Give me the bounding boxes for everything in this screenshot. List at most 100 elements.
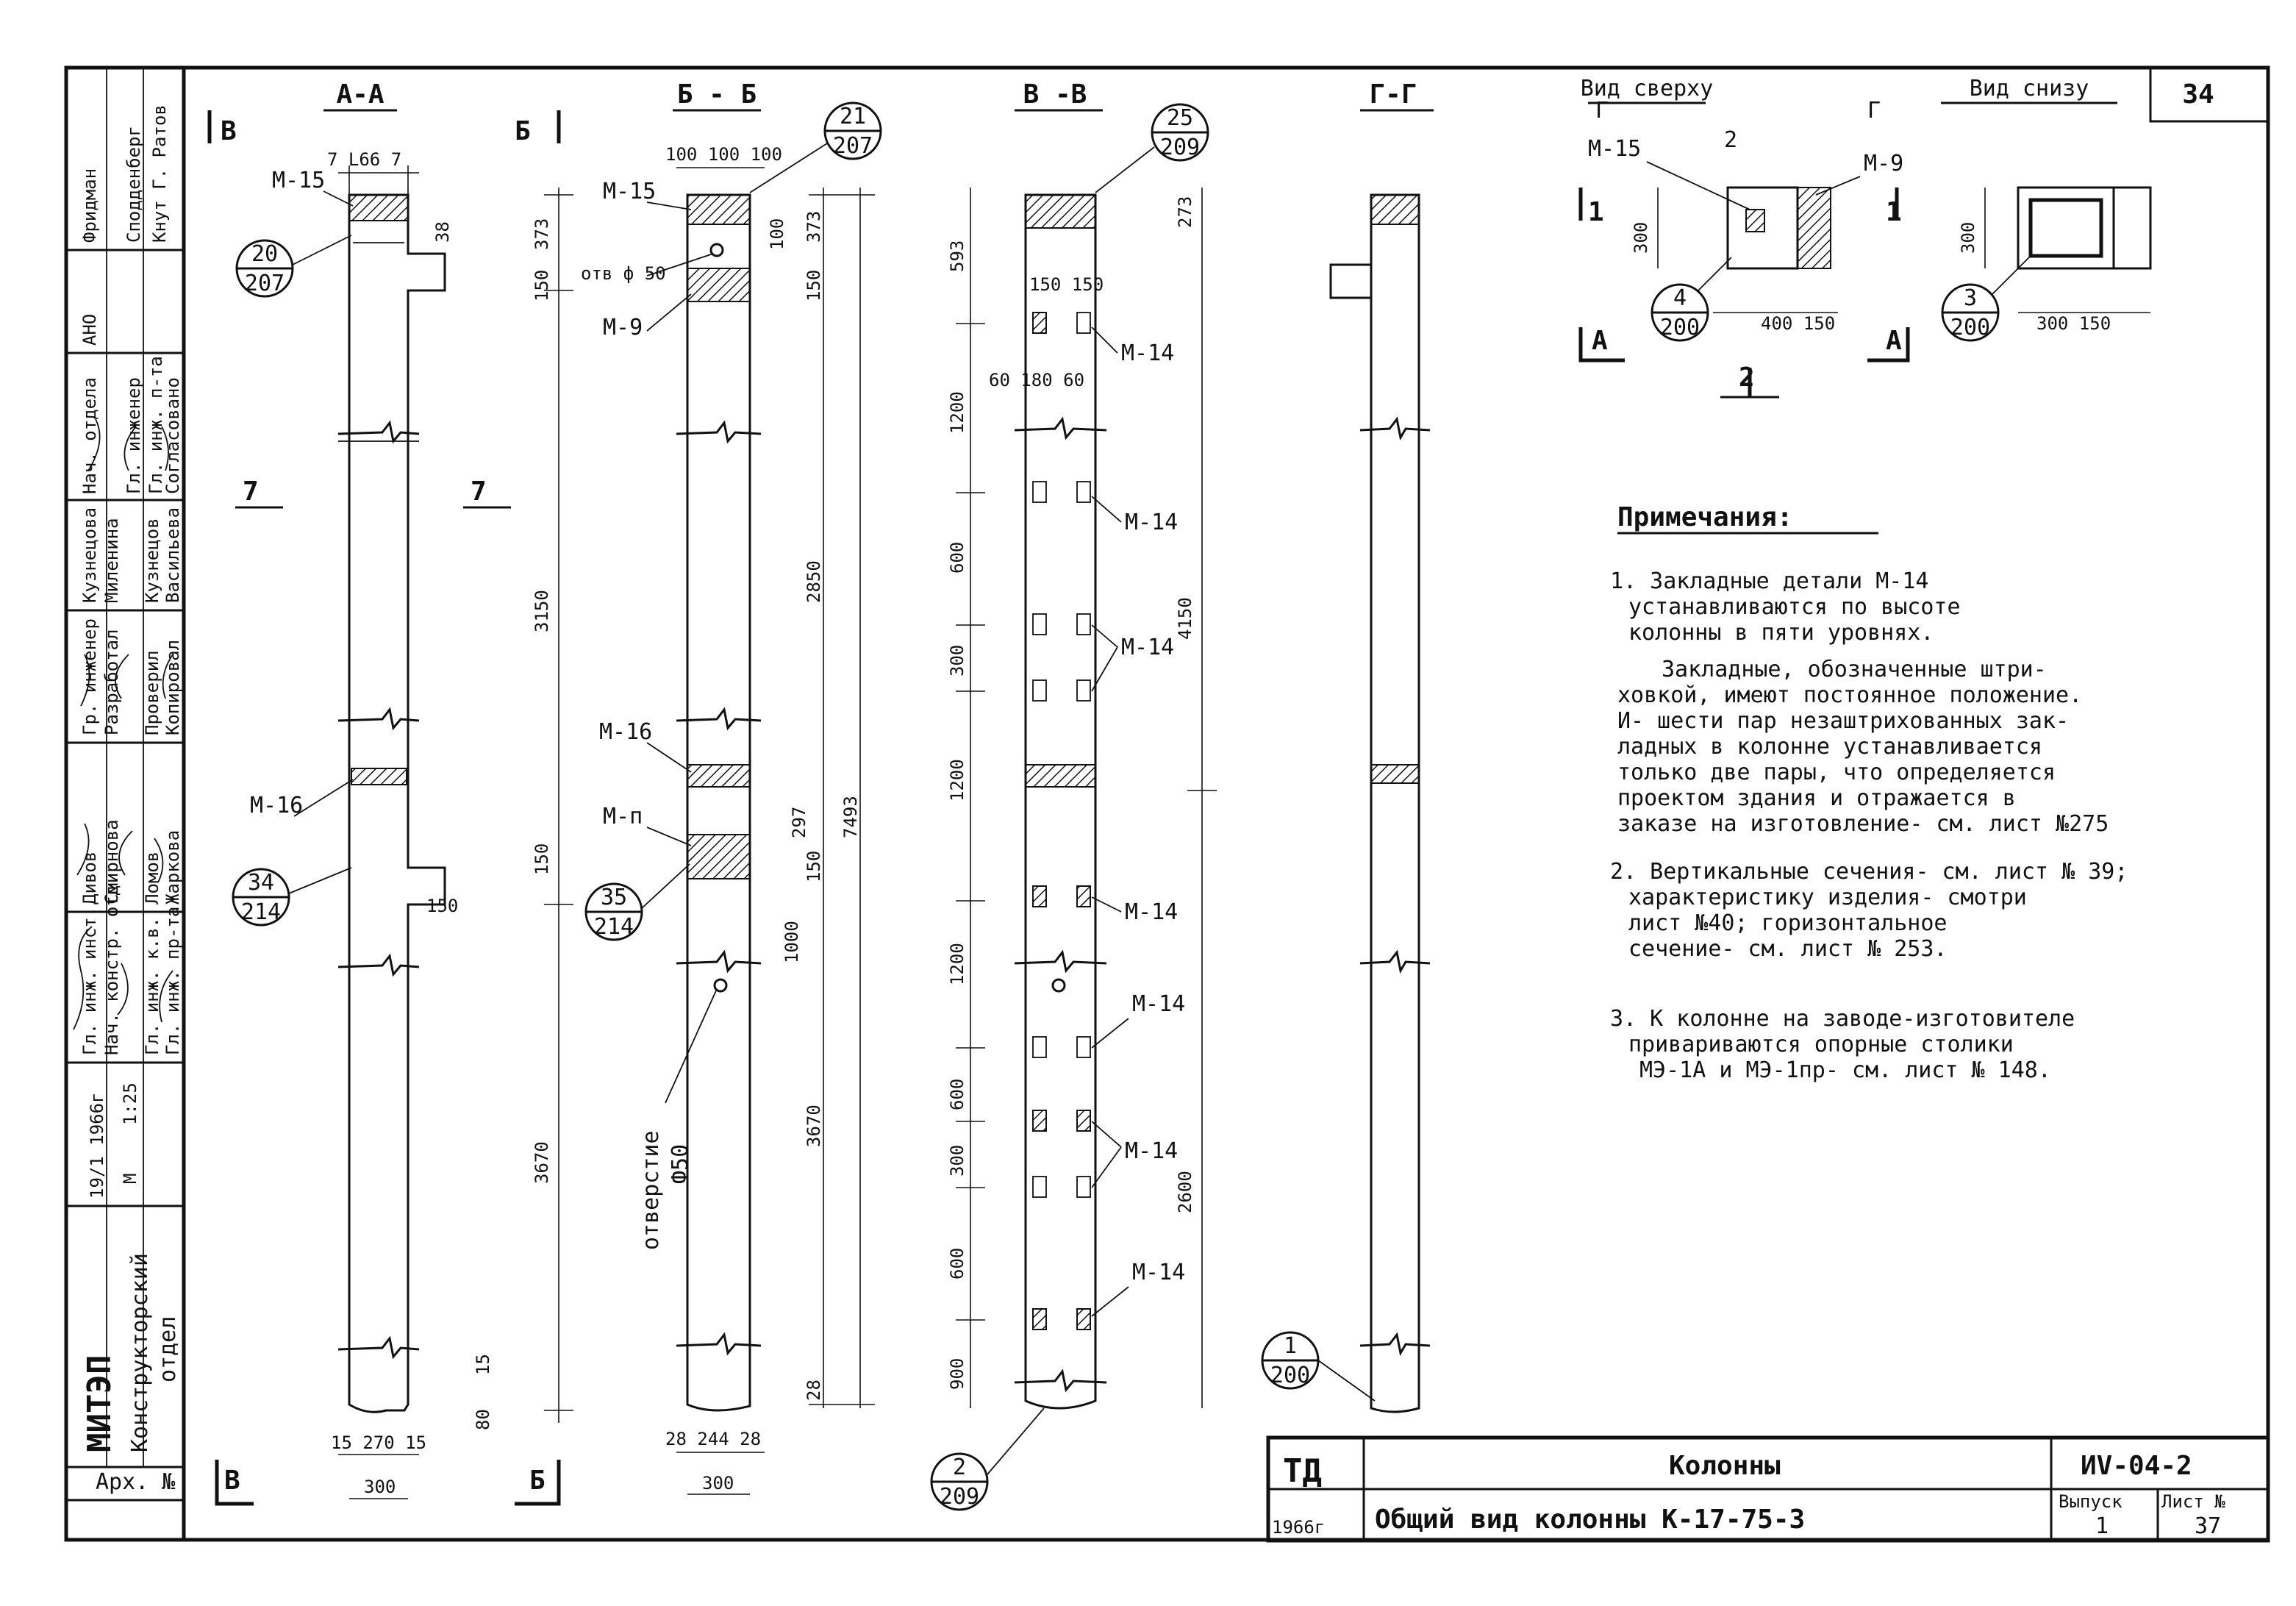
left-stamp: Арх. № МИТЭП Конструкторский отдел 19/1 … <box>66 68 184 1502</box>
part-hole-dia: Ф50 <box>668 1144 693 1184</box>
plate-mn-bb <box>687 834 751 879</box>
dim-vv-300a: 300 <box>947 645 968 677</box>
stamp-name-0: Дивов <box>79 852 100 904</box>
top-view-g: Г <box>1595 98 1609 124</box>
note-1b-l6: заказе на изготовление- см. лист №275 <box>1617 811 2109 837</box>
dim-bb-bottom: 28 244 28 <box>665 1429 761 1449</box>
outer-frame <box>64 65 2270 1542</box>
callout-34-214: 34 214 <box>232 867 352 927</box>
stamp-name2-0: Фридман <box>79 168 100 243</box>
note-3-l0: 3. К колонне на заводе-изготовителе <box>1610 1006 2075 1032</box>
part-m16-bb: М-16 <box>599 719 652 745</box>
top-view-m15: М-15 <box>1588 136 1641 162</box>
callout-21-207: 21 207 <box>749 101 882 193</box>
svg-text:209: 209 <box>940 1484 979 1510</box>
part-m14-vv-1: М-14 <box>1121 340 1174 366</box>
note-2-l0: 2. Вертикальные сечения- см. лист № 39; <box>1610 859 2128 885</box>
note-1b-l0: Закладные, обозначенные штри- <box>1662 657 2047 682</box>
dim-vv-273: 273 <box>1175 196 1195 228</box>
dim-vv-60: 60 180 60 <box>989 370 1084 390</box>
part-mn-bb: М-п <box>603 804 643 829</box>
part-m14-vv-7: М-14 <box>1132 1260 1185 1285</box>
sheet-number: 34 <box>2182 79 2214 110</box>
stamp-name-4: Кузнецова <box>79 507 100 603</box>
title-block: ТД 1966г Колонны Общий вид колонны К-17-… <box>1266 1435 2270 1543</box>
plate-top-gg <box>1370 194 1420 225</box>
title-name: Колонны <box>1669 1451 1781 1481</box>
stamp-name-6: Кузнецов <box>142 518 162 603</box>
dim-aa-150a: 150 <box>532 270 552 301</box>
stamp-role-5: Разработал <box>101 629 122 736</box>
note-2-l2: лист №40; горизонтальное <box>1628 910 1947 936</box>
top-view-label: Вид сверху <box>1581 76 1714 101</box>
dim-bb-373: 373 <box>804 211 824 243</box>
dim-aa-3150: 3150 <box>532 590 552 632</box>
dim-bb-100: 100 <box>767 218 787 250</box>
dim-vv-593: 593 <box>947 240 968 272</box>
stamp-role2-2: Гл. инж. п-та <box>146 356 166 494</box>
stamp-role2-0: Нач. отдела <box>79 377 100 494</box>
dim-vv-4150: 4150 <box>1175 597 1195 640</box>
notes-block: Примечания: 1. Закладные детали М-14 уст… <box>1610 502 2128 1083</box>
part-m14-vv-6: М-14 <box>1125 1138 1178 1164</box>
bottom-view: Вид снизу 300 300 150 3 200 <box>1941 76 2152 342</box>
stamp-m-label: М <box>120 1174 140 1184</box>
dim-aa-3670: 3670 <box>532 1141 552 1184</box>
column-vv-outline <box>1024 193 1097 1410</box>
top-view-one-left: 1 <box>1588 197 1604 227</box>
top-view-g2: Г <box>1867 98 1881 124</box>
stamp-name-5: Миленина <box>101 518 122 603</box>
stamp-role-7: Копировал <box>162 640 183 735</box>
stamp-name-7: Васильева <box>162 507 183 603</box>
svg-text:25: 25 <box>1167 105 1193 131</box>
note-3-l1: привариваются опорные столики <box>1628 1032 2014 1057</box>
hole-top-bb <box>709 243 724 257</box>
top-view-a-right: А <box>1886 326 1902 356</box>
stamp-name-2: Ломов <box>142 852 162 904</box>
dim-bb-7493: 7493 <box>840 796 861 838</box>
section-vv-label: В -В <box>1023 79 1087 110</box>
seven-left: 7 <box>243 477 259 507</box>
svg-text:20: 20 <box>251 241 278 267</box>
dim-aa-373: 373 <box>532 218 552 250</box>
svg-text:200: 200 <box>1660 315 1700 340</box>
dim-aa-80: 80 <box>473 1409 493 1430</box>
note-1b-l4: только две пары, что определяется <box>1617 760 2056 785</box>
svg-text:207: 207 <box>833 133 873 159</box>
bottom-view-label: Вид снизу <box>1970 76 2089 101</box>
stamp-dept: Конструкторский <box>127 1253 153 1452</box>
part-m15-aa: М-15 <box>272 168 325 193</box>
callout-4-200: 4 200 <box>1651 257 1732 342</box>
bottom-view-h300: 300 <box>1958 222 1978 254</box>
svg-text:3: 3 <box>1964 285 1977 311</box>
cut-mark-v-bot: В <box>224 1466 240 1496</box>
dim-aa-38: 38 <box>432 221 453 243</box>
top-view: Вид сверху М-15 М-9 Г 2 Г 1 1 300 400 15… <box>1578 76 1910 399</box>
title-subtitle: Общий вид колонны К-17-75-3 <box>1375 1505 1805 1535</box>
plate-m16-bb <box>687 764 751 788</box>
callout-35-214: 35 214 <box>584 863 690 941</box>
dim-bb-28: 28 <box>804 1380 824 1401</box>
stamp-name-3: Жаркова <box>162 830 183 904</box>
top-view-w: 400 150 <box>1761 313 1835 334</box>
svg-text:2: 2 <box>953 1455 966 1480</box>
note-1b-l2: И- шести пар незаштрихованных зак- <box>1617 708 2069 734</box>
callout-20-207: 20 207 <box>235 235 352 298</box>
part-m14-vv-3: М-14 <box>1121 635 1174 660</box>
note-1-l1: устанавливаются по высоте <box>1628 594 1961 620</box>
stamp-scale: 1:25 <box>120 1082 140 1125</box>
dim-bb-width: 300 <box>702 1473 734 1493</box>
dim-vv-1200a: 1200 <box>947 391 968 434</box>
dim-bb-3670: 3670 <box>804 1104 824 1147</box>
callout-3-200: 3 200 <box>1941 257 2030 342</box>
part-m14-vv-5: М-14 <box>1132 991 1185 1017</box>
signature-scribble <box>73 418 174 1030</box>
plate-mid-vv <box>1025 764 1096 788</box>
dim-vv-300b: 300 <box>947 1145 968 1177</box>
title-issue: 1 <box>2095 1513 2109 1539</box>
dim-bb-297: 297 <box>789 807 809 838</box>
dim-aa-150c: 150 <box>426 896 458 916</box>
column-gg-outline <box>1370 193 1420 1413</box>
part-m14-vv-4: М-14 <box>1125 899 1178 925</box>
section-aa-label: А-А <box>336 79 384 110</box>
